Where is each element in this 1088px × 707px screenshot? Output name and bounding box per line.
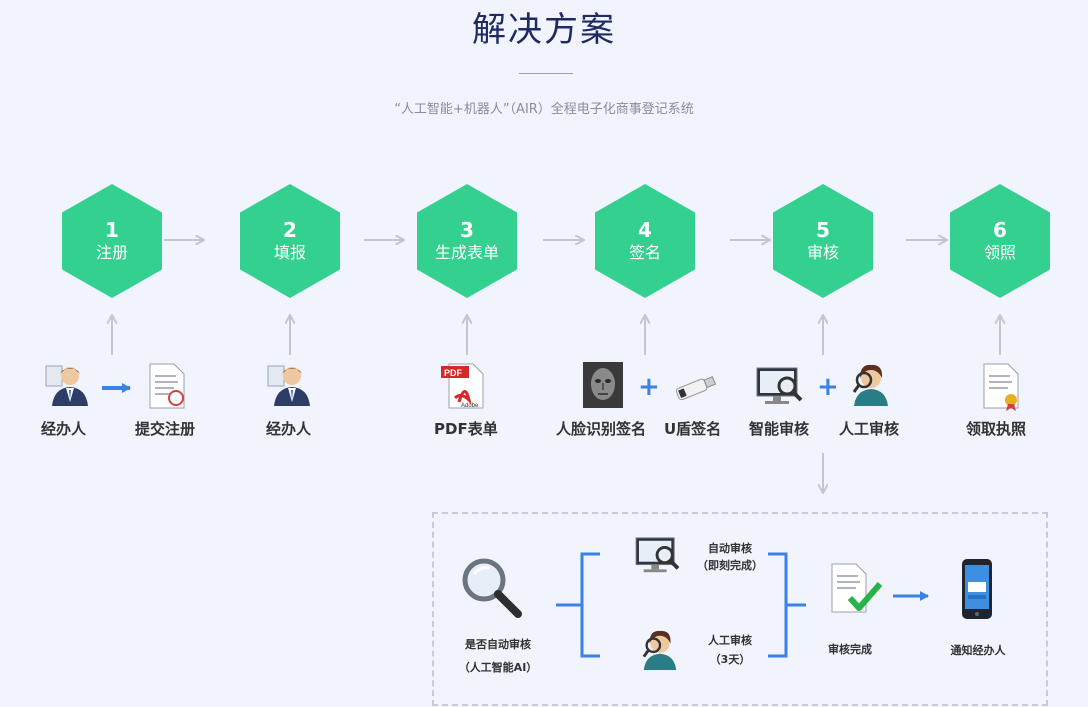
label-smart-review: 智能审核 bbox=[749, 420, 810, 438]
auto-review-label: 自动审核 bbox=[708, 542, 752, 555]
pdf-icon: PDF Adobe bbox=[441, 363, 484, 409]
page-subtitle: “人工智能+机器人”（AIR）全程电子化商事登记系统 bbox=[394, 102, 694, 117]
person-icon bbox=[45, 365, 88, 406]
reviewer-icon bbox=[642, 630, 677, 670]
step-number: 3 bbox=[460, 218, 474, 242]
step-number: 4 bbox=[638, 218, 652, 242]
plus-sign: + bbox=[817, 372, 839, 402]
notify-agent-label: 通知经办人 bbox=[950, 644, 1006, 657]
usb-key-icon bbox=[675, 376, 717, 400]
reviewer-icon bbox=[852, 364, 888, 406]
right-bracket bbox=[768, 552, 806, 658]
review-done-label: 审核完成 bbox=[828, 643, 872, 656]
label-manual-review: 人工审核 bbox=[839, 420, 900, 438]
plus-sign: + bbox=[638, 372, 660, 402]
face-scan-icon bbox=[583, 362, 623, 408]
step-number: 5 bbox=[816, 218, 830, 242]
manual-review-label: 人工审核 bbox=[708, 634, 752, 647]
step-label: 签名 bbox=[628, 243, 661, 262]
step-label: 审核 bbox=[806, 243, 839, 262]
step-label: 领照 bbox=[983, 243, 1016, 262]
person-icon bbox=[267, 365, 310, 406]
step-hex-4: 4 签名 bbox=[595, 184, 695, 298]
certificate-icon bbox=[983, 363, 1019, 411]
question-label: 是否自动审核 bbox=[465, 638, 531, 651]
step-label: 填报 bbox=[273, 243, 306, 262]
review-detail-box bbox=[432, 512, 1048, 706]
label-ukey-sign: U盾签名 bbox=[664, 420, 722, 438]
magnifier-icon bbox=[462, 558, 522, 618]
document-icon bbox=[149, 363, 185, 409]
svg-text:Adobe: Adobe bbox=[461, 403, 479, 409]
check-document-icon bbox=[831, 563, 882, 613]
left-bracket bbox=[556, 552, 600, 658]
step-number: 1 bbox=[105, 218, 119, 242]
title-divider bbox=[519, 73, 573, 74]
step-hex-5: 5 审核 bbox=[773, 184, 873, 298]
label-license: 领取执照 bbox=[966, 420, 1027, 438]
step-number: 2 bbox=[283, 218, 297, 242]
monitor-search-icon bbox=[756, 367, 803, 404]
label-agent-1: 经办人 bbox=[41, 420, 87, 438]
label-submit: 提交注册 bbox=[135, 420, 196, 438]
page-title: 解决方案 bbox=[472, 10, 616, 50]
label-face-sign: 人脸识别签名 bbox=[556, 420, 647, 438]
phone-icon bbox=[962, 559, 992, 619]
label-agent-2: 经办人 bbox=[266, 420, 312, 438]
auto-review-sublabel: （即刻完成） bbox=[697, 559, 763, 572]
step-label: 生成表单 bbox=[434, 243, 499, 262]
question-sublabel: （人工智能AI） bbox=[458, 661, 538, 674]
manual-review-sublabel: （3天） bbox=[709, 653, 751, 666]
label-pdf-form: PDF表单 bbox=[434, 420, 498, 438]
svg-text:PDF: PDF bbox=[444, 368, 463, 378]
step-label: 注册 bbox=[95, 243, 128, 262]
monitor-search-icon bbox=[635, 537, 680, 573]
step-number: 6 bbox=[993, 218, 1007, 242]
